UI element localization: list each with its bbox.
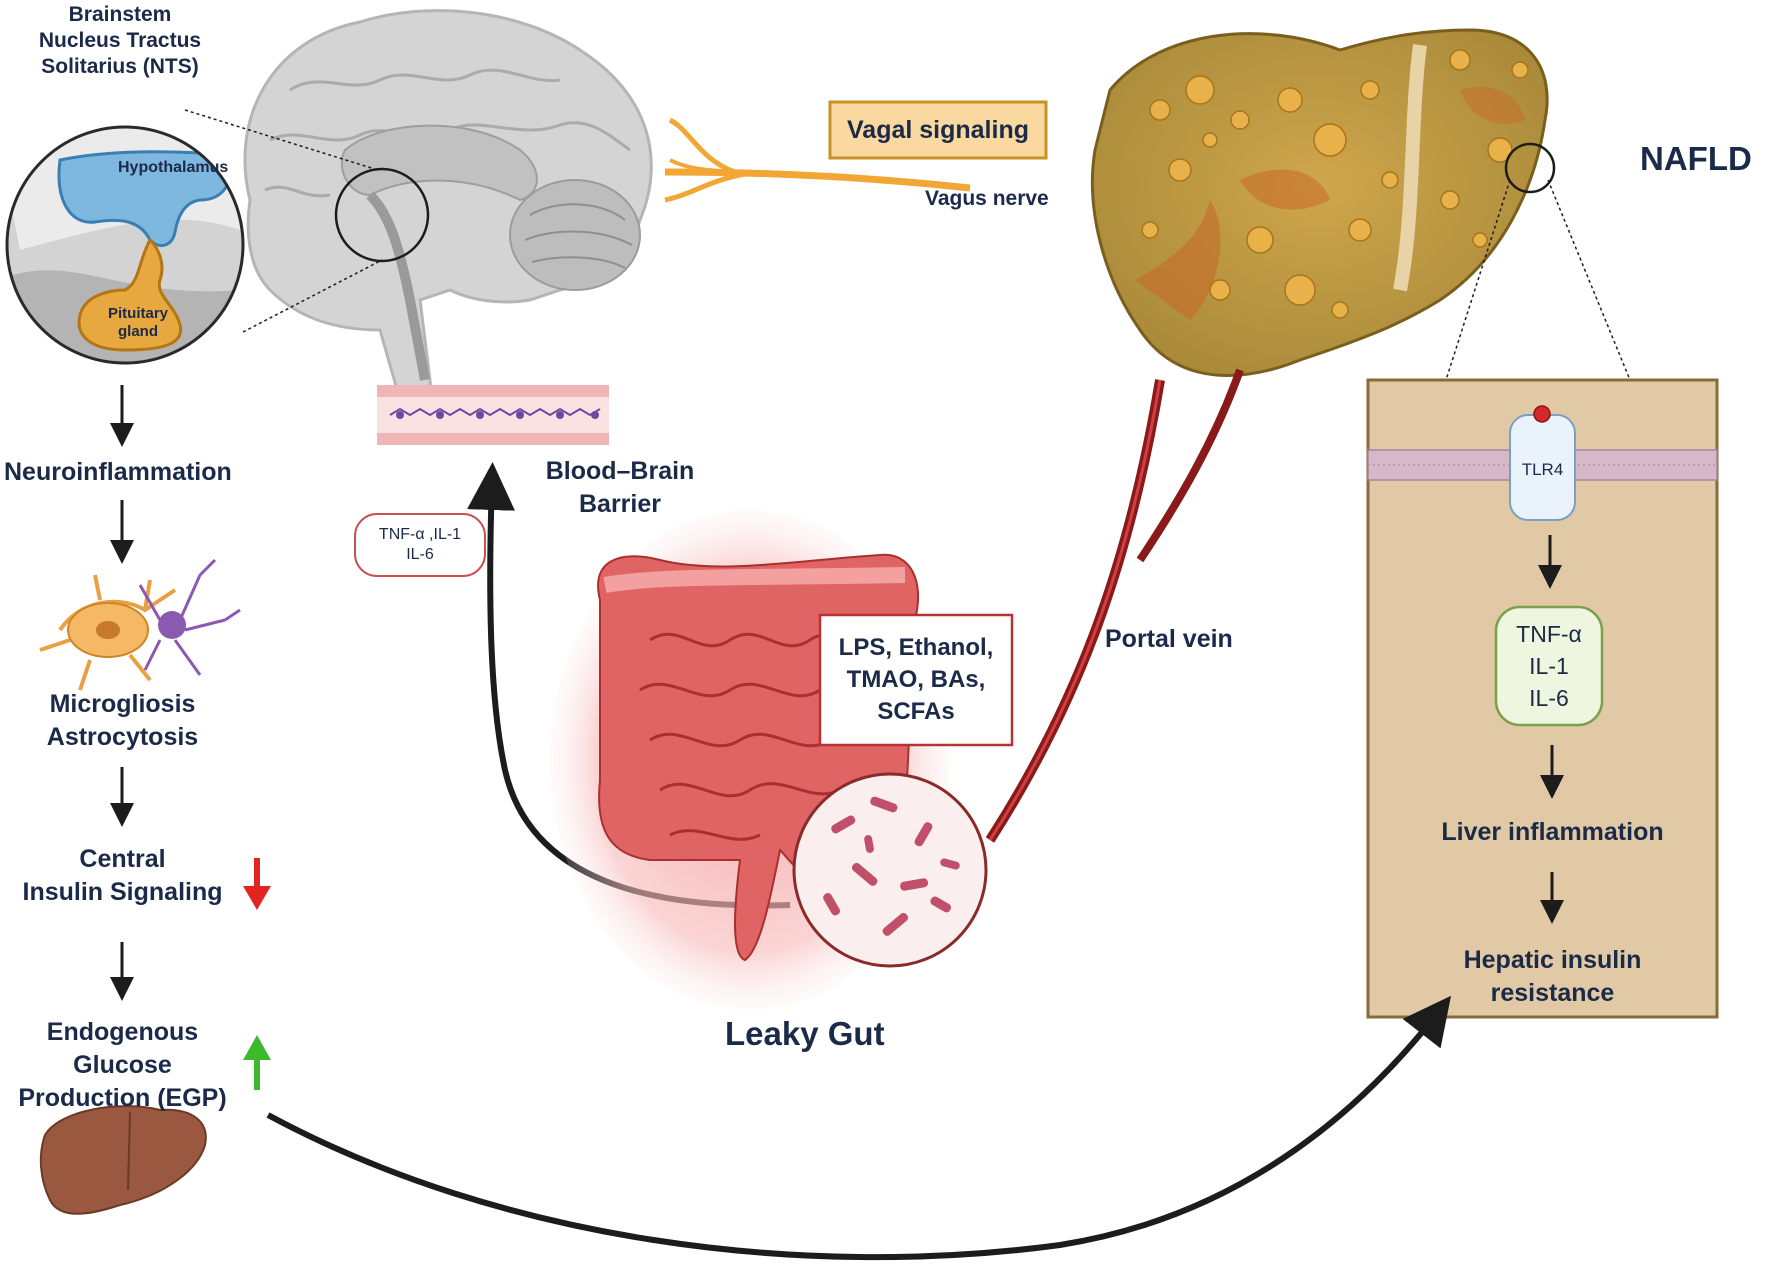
- central-insulin-label: Central Insulin Signaling: [0, 843, 245, 909]
- blood-brain-barrier-strip: [377, 385, 609, 445]
- hepatic-cytokine-text: TNF-α IL-1 IL-6: [1496, 607, 1602, 725]
- hepatic-il1: IL-1: [1529, 653, 1569, 679]
- nts-line1: Brainstem: [68, 3, 172, 26]
- hepatic-line2: resistance: [1490, 979, 1615, 1007]
- neuroinflammation-label: Neuroinflammation: [4, 458, 232, 486]
- hypothalamus-shape: [57, 150, 233, 248]
- egp-line1: Endogenous: [46, 1018, 199, 1046]
- leaky-gut-label: Leaky Gut: [725, 1015, 885, 1052]
- pituitary-line2: gland: [118, 323, 158, 340]
- hepatic-il6: IL-6: [1529, 685, 1569, 711]
- bbb-line2: Barrier: [579, 490, 661, 518]
- pituitary-line1: Pituitary: [107, 305, 168, 322]
- glia-cells-illustration: [39, 558, 241, 691]
- metabolites-line2: TMAO, BAs,: [846, 666, 986, 693]
- bbb-cytokine-line1: TNF-α ,IL-1: [378, 526, 462, 543]
- leaky-gut-illustration: [550, 510, 988, 1010]
- brain-illustration: [184, 9, 653, 404]
- bbb-line1: Blood–Brain: [545, 457, 695, 485]
- metabolites-text: LPS, Ethanol, TMAO, BAs, SCFAs: [820, 615, 1012, 745]
- nafld-label: NAFLD: [1640, 140, 1752, 177]
- nafld-liver: [1091, 28, 1631, 381]
- bbb-cytokine-text: TNF-α ,IL-1 IL-6: [355, 514, 485, 576]
- liver-zoom-marker: [1504, 142, 1556, 194]
- metabolites-line1: LPS, Ethanol,: [838, 634, 994, 661]
- portal-vein-label: Portal vein: [1105, 625, 1233, 653]
- small-liver-icon: [39, 1105, 207, 1215]
- hypothalamus-zoom-marker: [334, 167, 430, 263]
- hypothalamus-label: Hypothalamus: [118, 159, 229, 176]
- portal-vein: [985, 368, 1244, 843]
- up-arrow-icon: [243, 1035, 271, 1090]
- microgliosis-label: Microgliosis Astrocytosis: [0, 688, 245, 754]
- metabolites-line3: SCFAs: [877, 698, 955, 725]
- microgliosis-text: Microgliosis: [49, 690, 196, 718]
- egp-to-hepatic-arrow: [266, 995, 1452, 1261]
- pituitary-label: Pituitary gland: [100, 305, 176, 341]
- metabolites-box: [818, 613, 1014, 747]
- tlr4-label: TLR4: [1521, 460, 1564, 479]
- vagus-nerve: [664, 117, 971, 203]
- hepatic-line1: Hepatic insulin: [1463, 946, 1642, 974]
- tlr4-ligand: [1533, 405, 1551, 423]
- nts-line2: Nucleus Tractus: [38, 29, 202, 52]
- egp-line2: Glucose: [73, 1051, 172, 1079]
- down-arrow-icon: [243, 858, 271, 910]
- hepatic-cytokine-box: [1494, 605, 1604, 727]
- hypothalamus-inset: [5, 125, 245, 365]
- central-line2: Insulin Signaling: [22, 878, 223, 906]
- vagus-nerve-label: Vagus nerve: [925, 187, 1049, 210]
- bbb-cytokine-line2: IL-6: [406, 546, 434, 563]
- bbb-label: Blood–Brain Barrier: [520, 455, 720, 521]
- nts-line3: Solitarius (NTS): [41, 55, 199, 78]
- bbb-cytokine-box: [354, 513, 486, 577]
- vagal-signaling-label: Vagal signaling: [847, 115, 1029, 144]
- hepatic-insulin-label: Hepatic insulin resistance: [1400, 944, 1705, 1010]
- astrocytosis-text: Astrocytosis: [46, 723, 199, 751]
- egp-label: Endogenous Glucose Production (EGP): [0, 1016, 245, 1115]
- nts-label: Brainstem Nucleus Tractus Solitarius (NT…: [30, 2, 210, 80]
- pituitary-shape: [77, 237, 183, 352]
- liver-inflammation-label: Liver inflammation: [1441, 818, 1664, 846]
- central-line1: Central: [79, 845, 166, 873]
- vagal-signaling-box: [828, 100, 1048, 160]
- hepatic-tnf: TNF-α: [1516, 621, 1582, 647]
- egp-line3: Production (EGP): [18, 1084, 227, 1112]
